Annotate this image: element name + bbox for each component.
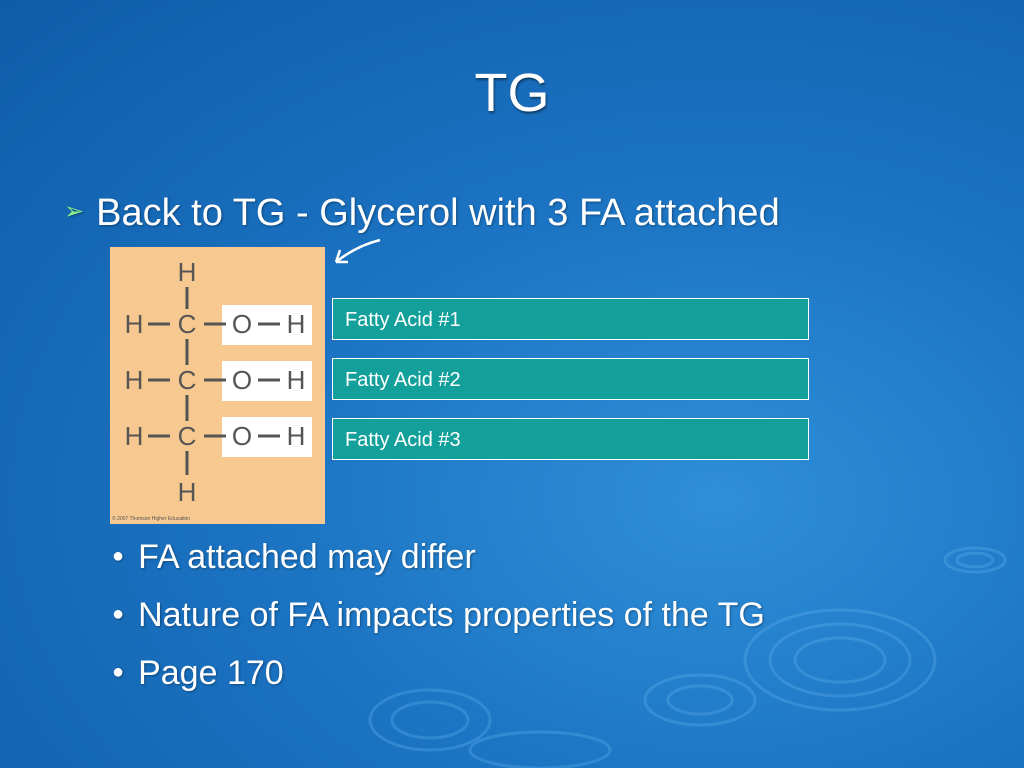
green-arrow-bullet-icon: ➢	[64, 198, 85, 225]
atom-h: H	[287, 309, 306, 339]
glycerol-diagram: H H C O H H C O H H C O H H	[125, 257, 312, 507]
atom-o: O	[232, 309, 252, 339]
main-bullet-text: Back to TG - Glycerol with 3 FA attached	[96, 192, 780, 234]
sub-bullet-text: Page 170	[138, 654, 284, 692]
fatty-acid-box-3: Fatty Acid #3	[332, 418, 809, 460]
fatty-acid-box-1: Fatty Acid #1	[332, 298, 809, 340]
sub-bullet-text: FA attached may differ	[138, 538, 476, 576]
atom-h: H	[125, 421, 144, 451]
slide-title: TG	[474, 63, 550, 123]
atom-c: C	[178, 309, 197, 339]
sub-bullet-list: ● FA attached may differ ● Nature of FA im…	[112, 538, 765, 712]
glycerol-structure: H H C O H H C O H H C O H H © 2007 Thoms…	[110, 247, 325, 524]
atom-c: C	[178, 421, 197, 451]
sub-bullet: ● FA attached may differ	[112, 538, 765, 596]
sub-bullet: ● Page 170	[112, 654, 765, 712]
curved-arrow-icon	[334, 238, 381, 264]
atom-o: O	[232, 365, 252, 395]
dot-bullet-icon: ●	[112, 603, 125, 625]
dot-bullet-icon: ●	[112, 661, 125, 683]
fatty-acid-box-2: Fatty Acid #2	[332, 358, 809, 400]
sub-bullet-text: Nature of FA impacts properties of the T…	[138, 596, 765, 634]
atom-o: O	[232, 421, 252, 451]
atom-h-top: H	[178, 257, 197, 287]
main-bullet: ➢ Back to TG - Glycerol with 3 FA attache…	[64, 192, 780, 235]
sub-bullet: ● Nature of FA impacts properties of the …	[112, 596, 765, 654]
atom-h-bottom: H	[178, 477, 197, 507]
dot-bullet-icon: ●	[112, 545, 125, 567]
atom-h: H	[125, 309, 144, 339]
atom-c: C	[178, 365, 197, 395]
atom-h: H	[287, 421, 306, 451]
atom-h: H	[125, 365, 144, 395]
copyright-notice: © 2007 Thomson Higher Education	[112, 516, 191, 522]
atom-h: H	[287, 365, 306, 395]
